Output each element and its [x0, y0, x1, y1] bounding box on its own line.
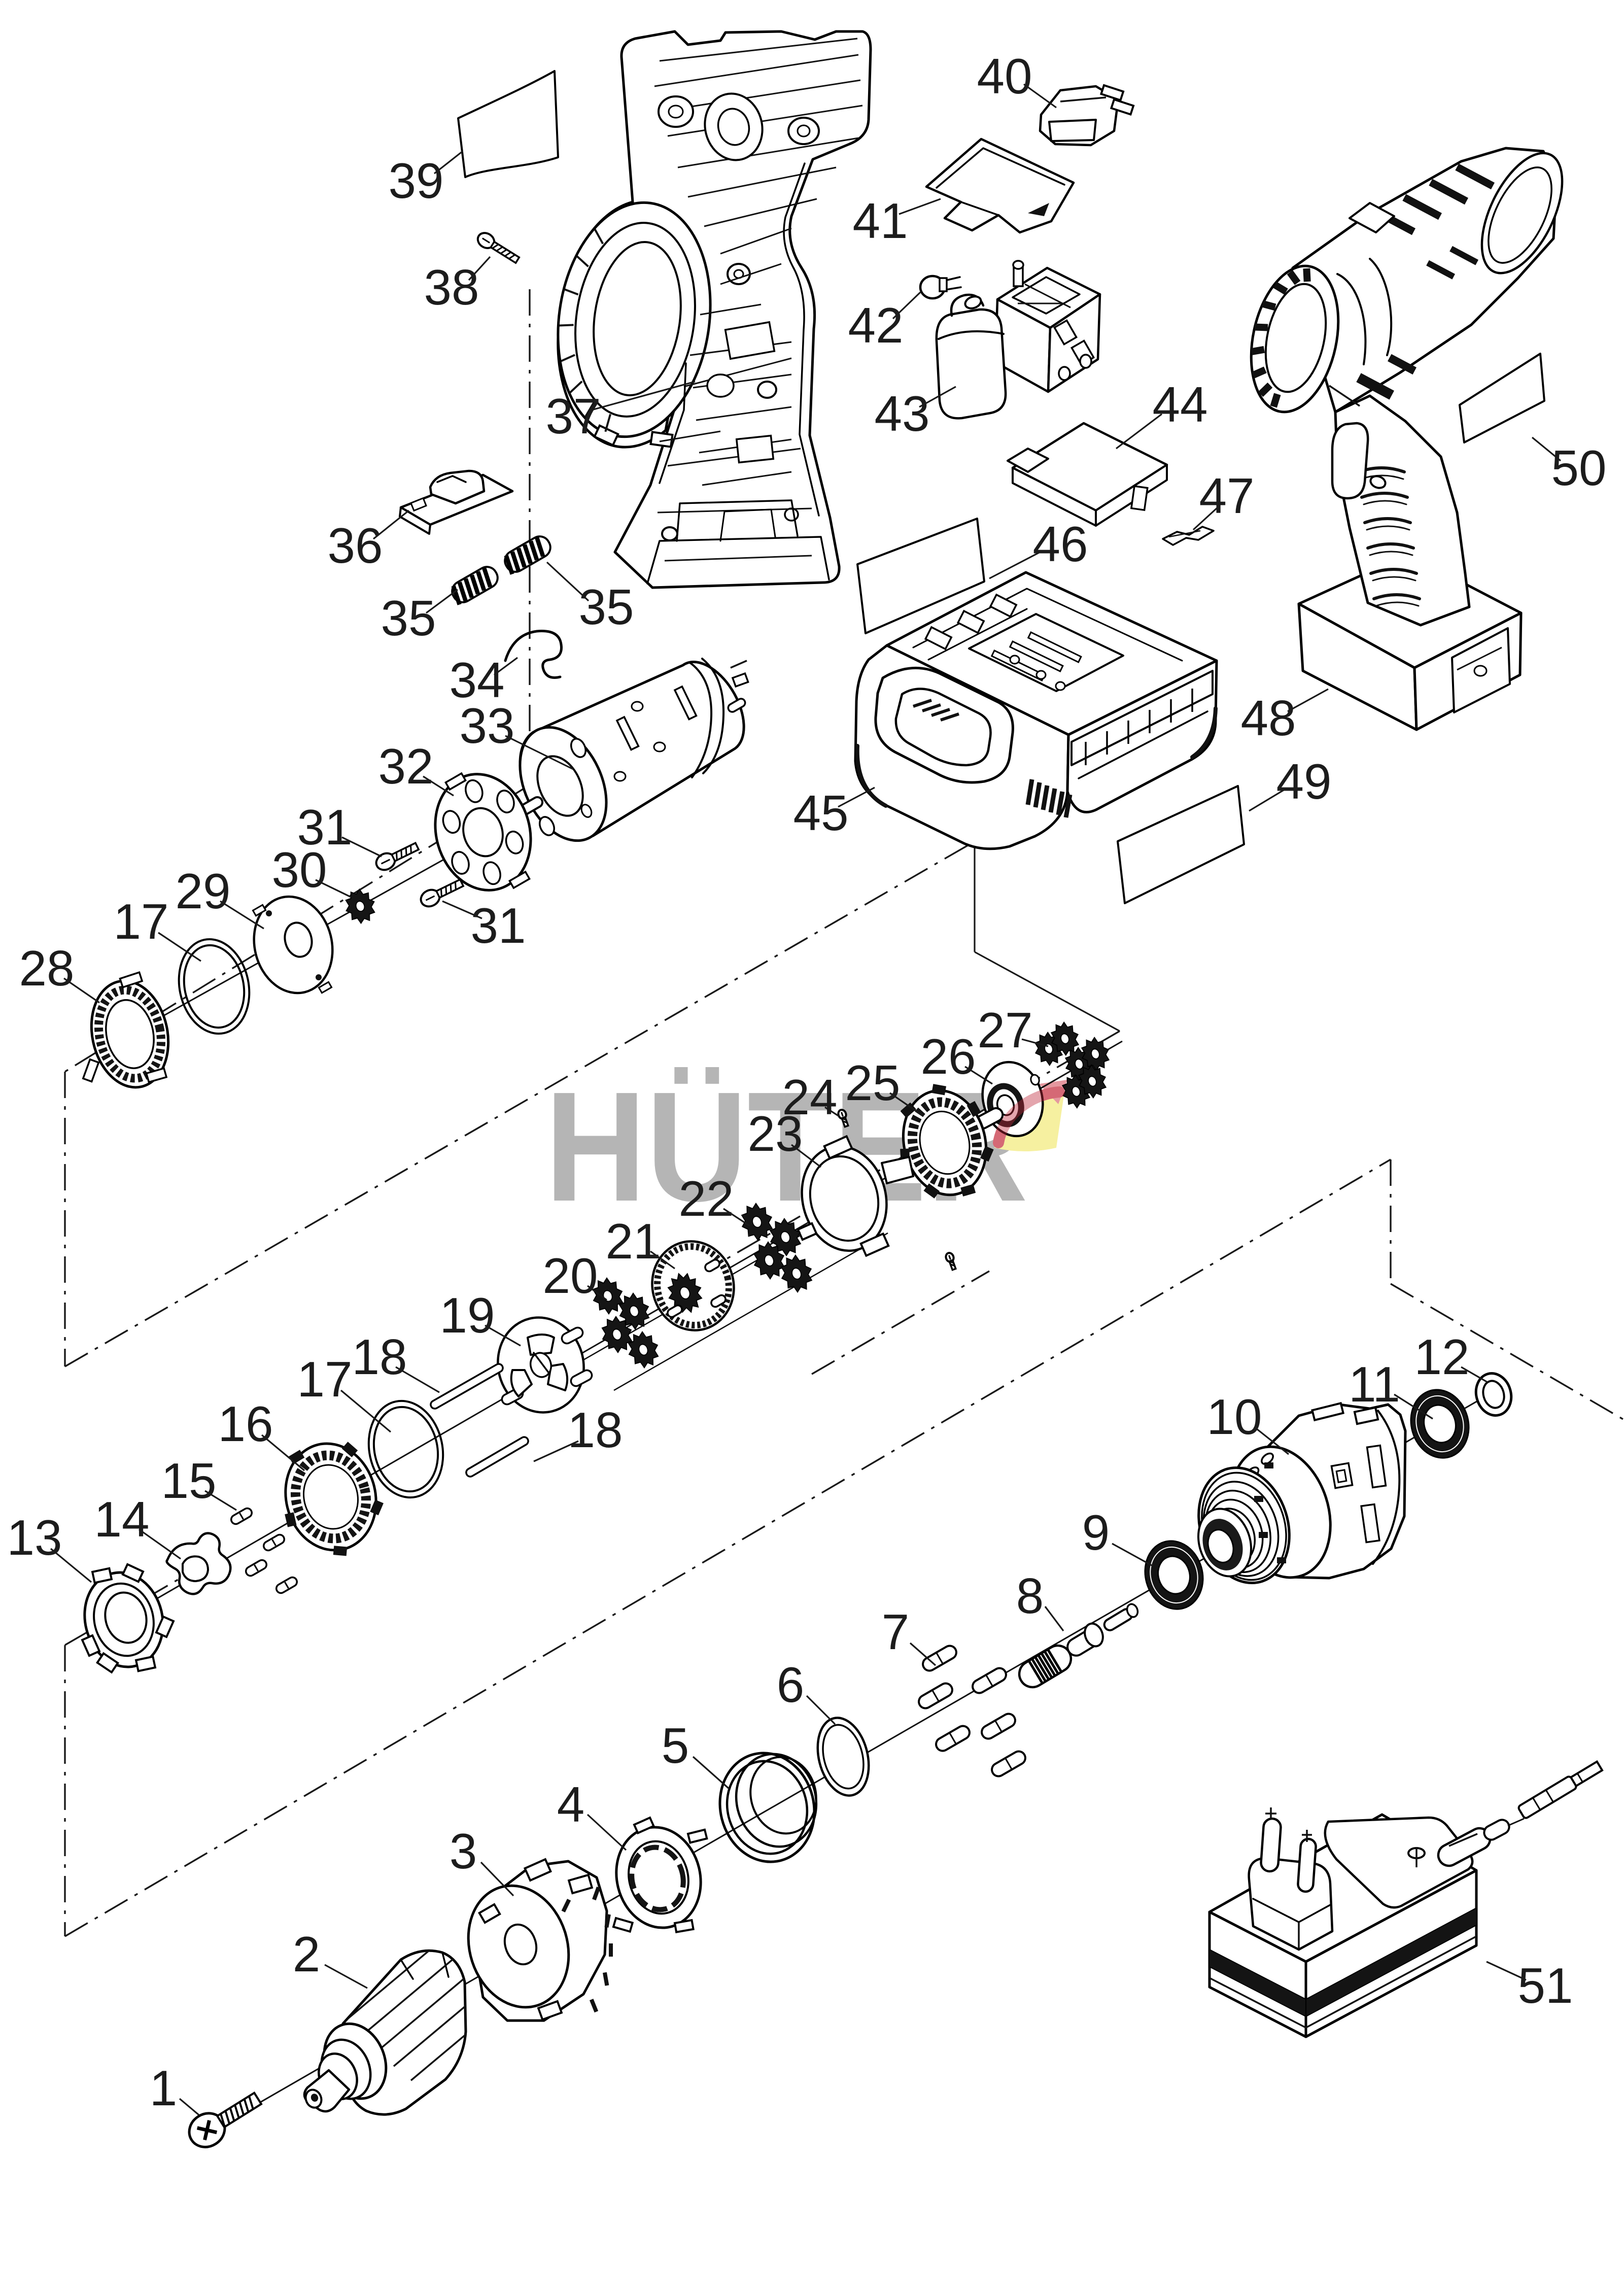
svg-text:37: 37 — [545, 388, 601, 444]
svg-text:32: 32 — [378, 738, 433, 794]
svg-text:5: 5 — [662, 1718, 689, 1773]
svg-text:45: 45 — [793, 785, 848, 841]
svg-text:17: 17 — [113, 894, 168, 949]
svg-text:35: 35 — [578, 579, 634, 635]
svg-text:51: 51 — [1517, 1958, 1573, 2013]
svg-text:1: 1 — [150, 2060, 178, 2116]
svg-text:18: 18 — [567, 1402, 623, 1458]
svg-text:7: 7 — [882, 1604, 910, 1660]
svg-text:49: 49 — [1276, 754, 1331, 809]
svg-text:16: 16 — [218, 1396, 273, 1452]
svg-text:18: 18 — [352, 1329, 407, 1385]
svg-text:27: 27 — [977, 1002, 1032, 1058]
svg-text:35: 35 — [381, 590, 436, 646]
svg-text:31: 31 — [470, 898, 526, 953]
svg-text:26: 26 — [920, 1029, 976, 1084]
svg-text:21: 21 — [605, 1213, 661, 1269]
svg-text:20: 20 — [542, 1248, 598, 1304]
svg-text:3: 3 — [450, 1823, 477, 1879]
svg-text:22: 22 — [678, 1171, 734, 1226]
svg-text:8: 8 — [1016, 1568, 1044, 1624]
svg-text:15: 15 — [161, 1453, 216, 1509]
svg-text:30: 30 — [271, 842, 327, 898]
svg-text:42: 42 — [848, 297, 903, 353]
svg-text:24: 24 — [782, 1069, 837, 1125]
svg-text:40: 40 — [977, 48, 1032, 104]
svg-text:28: 28 — [19, 940, 74, 996]
svg-text:2: 2 — [293, 1926, 321, 1982]
svg-text:48: 48 — [1240, 690, 1296, 746]
svg-text:14: 14 — [94, 1491, 149, 1547]
svg-text:6: 6 — [777, 1657, 805, 1713]
svg-text:33: 33 — [459, 698, 514, 754]
svg-text:36: 36 — [327, 518, 383, 573]
svg-text:11: 11 — [1349, 1356, 1400, 1412]
svg-text:17: 17 — [297, 1351, 352, 1407]
svg-text:38: 38 — [424, 259, 479, 315]
svg-text:50: 50 — [1551, 440, 1606, 496]
svg-text:25: 25 — [845, 1055, 900, 1111]
svg-text:10: 10 — [1206, 1389, 1262, 1445]
svg-text:23: 23 — [747, 1106, 803, 1161]
svg-text:9: 9 — [1082, 1505, 1110, 1560]
svg-text:44: 44 — [1152, 377, 1207, 432]
svg-text:13: 13 — [7, 1510, 62, 1565]
svg-text:43: 43 — [874, 386, 929, 441]
svg-text:34: 34 — [449, 652, 504, 708]
svg-text:31: 31 — [297, 799, 352, 855]
svg-text:46: 46 — [1032, 516, 1088, 572]
svg-text:19: 19 — [439, 1287, 495, 1343]
svg-text:4: 4 — [557, 1776, 585, 1832]
svg-text:29: 29 — [175, 863, 230, 919]
svg-text:39: 39 — [388, 153, 443, 209]
svg-text:41: 41 — [852, 193, 908, 249]
svg-text:47: 47 — [1199, 468, 1254, 524]
svg-text:12: 12 — [1414, 1329, 1469, 1385]
